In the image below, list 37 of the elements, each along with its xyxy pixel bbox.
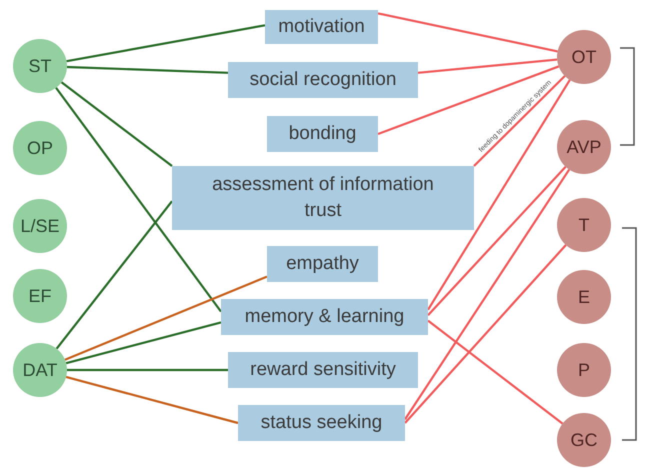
connector-line [66, 376, 238, 424]
trait-box: motivation [265, 10, 378, 44]
gene-circle: DAT [13, 343, 67, 397]
connector-line [67, 368, 228, 372]
connector-line [55, 87, 222, 312]
gene-circle: ST [13, 39, 67, 93]
connector-line [64, 276, 268, 361]
connector-line [56, 200, 173, 350]
gene-circle: E [557, 270, 611, 324]
connector-line [378, 12, 558, 52]
gene-circle: P [557, 343, 611, 397]
connector-line [378, 65, 560, 136]
trait-box: reward sensitivity [228, 352, 418, 388]
gene-circle: AVP [557, 120, 611, 174]
trait-box: memory & learning [221, 299, 428, 335]
gene-circle: GC [557, 413, 611, 467]
trait-box: status seeking [238, 405, 405, 441]
gene-circle: L/SE [13, 199, 67, 253]
connector-line [404, 244, 567, 424]
connector-line [66, 24, 266, 62]
connector-line [427, 320, 564, 424]
connector-line [427, 79, 571, 310]
connector-line [404, 168, 570, 420]
gene-circle: OP [13, 121, 67, 175]
gene-circle: OT [557, 30, 611, 84]
connector-line [427, 166, 566, 316]
trait-box: empathy [267, 246, 378, 282]
trait-box: social recognition [228, 62, 418, 98]
connector-line [418, 58, 558, 74]
gene-circle: T [557, 198, 611, 252]
trait-box: assessment of information trust [172, 166, 474, 230]
connector-line [473, 75, 566, 167]
connector-line [66, 321, 222, 364]
connector-line [60, 81, 173, 167]
gene-circle: EF [13, 269, 67, 323]
connector-line [66, 66, 228, 74]
trait-box: bonding [267, 116, 378, 152]
